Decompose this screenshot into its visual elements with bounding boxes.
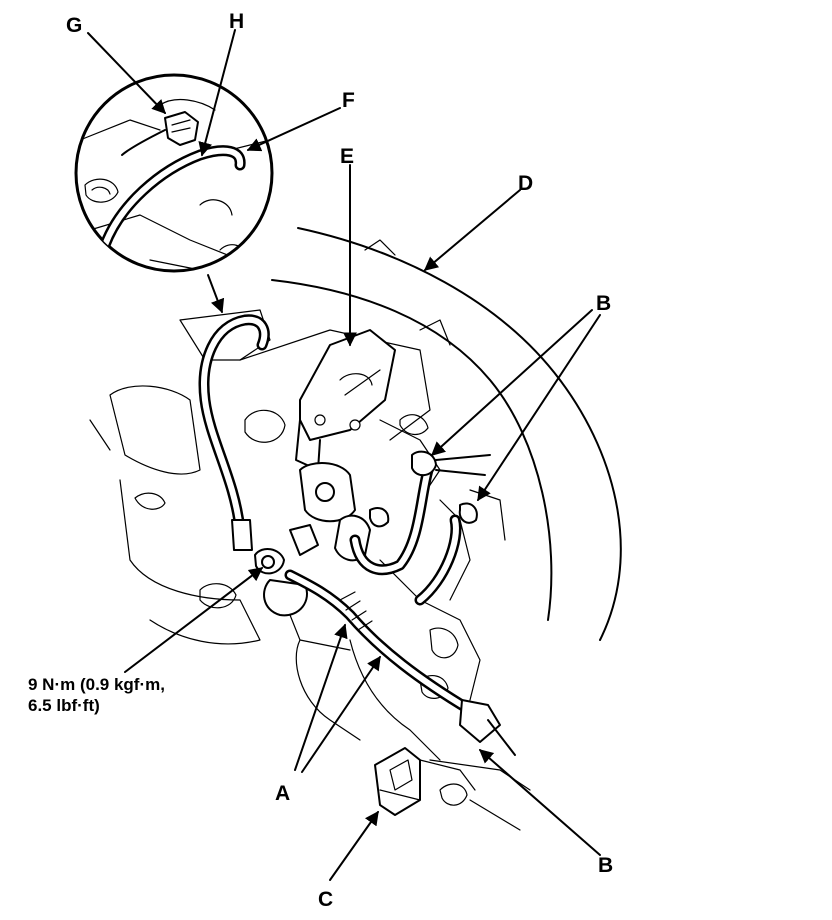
callout-a: A (275, 782, 290, 805)
callout-d: D (518, 172, 533, 195)
cover-outline-curves (271, 227, 622, 641)
callout-b-upper: B (596, 292, 611, 315)
callout-labels: G H F E D B A B C (66, 10, 613, 911)
callout-b-lower: B (598, 854, 613, 877)
detail-circle (74, 73, 274, 273)
torque-spec: 9 N·m (0.9 kgf·m, 6.5 lbf·ft) (28, 675, 165, 715)
callout-e: E (340, 145, 354, 168)
hose-a (284, 569, 516, 756)
torque-line-1: 9 N·m (0.9 kgf·m, (28, 675, 165, 694)
callout-c: C (318, 888, 333, 911)
bracket-e (295, 329, 396, 471)
vacuum-hose-left (198, 314, 270, 551)
callout-h: H (229, 10, 244, 33)
torque-line-2: 6.5 lbf·ft) (28, 696, 100, 715)
engine-block-outline (89, 239, 531, 831)
clip-c (374, 747, 476, 816)
hose-b (349, 450, 491, 606)
callout-g: G (66, 14, 82, 37)
callout-f: F (342, 89, 355, 112)
sensor-connector-assembly (254, 462, 390, 617)
leader-lines (87, 29, 601, 881)
